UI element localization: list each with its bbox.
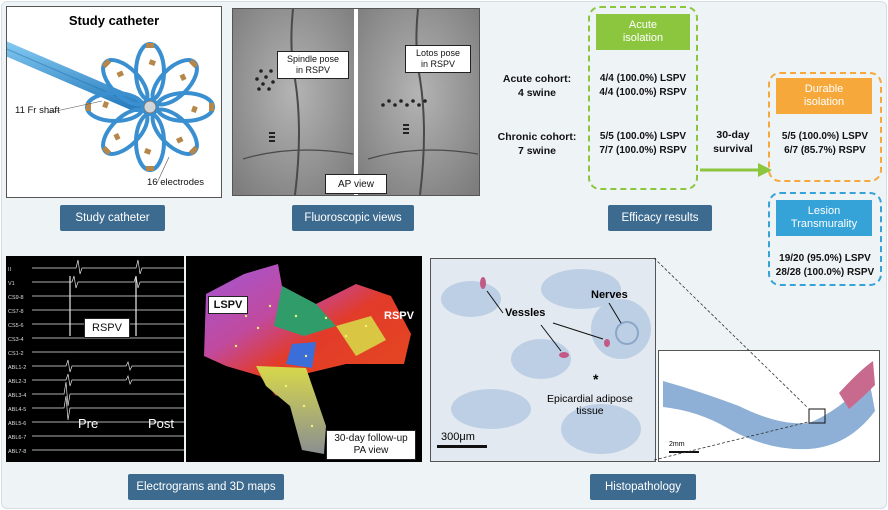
- histo-panel: Vessles Nerves * Epicardial adipose tiss…: [430, 258, 656, 462]
- adipose-label: Epicardial adipose tissue: [547, 393, 633, 417]
- ap-view-label: AP view: [325, 174, 387, 194]
- acute-cohort-line2: 4 swine: [518, 87, 556, 99]
- histo-overview-panel: 2mm: [658, 350, 880, 462]
- survival-line2: survival: [713, 143, 753, 155]
- acute-value-rspv: 4/4 (100.0%) RSPV: [599, 87, 687, 98]
- egm-map-caption: Electrograms and 3D maps: [128, 474, 284, 500]
- lesion-values: 19/20 (95.0%) LSPV 28/28 (100.0%) RSPV: [770, 252, 880, 280]
- scale-2mm: 2mm: [669, 441, 685, 448]
- lead-label: CS3-4: [8, 337, 24, 343]
- map-lspv-label: LSPV: [208, 296, 248, 314]
- lead-label: CS5-6: [8, 323, 24, 329]
- lesion-value-rspv: 28/28 (100.0%) RSPV: [775, 267, 875, 278]
- lesion-value-lspv: 19/20 (95.0%) LSPV: [779, 253, 871, 264]
- catheter-illustration: [7, 41, 215, 184]
- acute-header-line1: Acute: [628, 19, 658, 31]
- chronic-cohort-line1: Chronic cohort:: [497, 131, 577, 143]
- chronic-value-rspv: 7/7 (100.0%) RSPV: [599, 145, 687, 156]
- vessels-label: Vessles: [505, 307, 546, 319]
- chronic-values: 5/5 (100.0%) LSPV 7/7 (100.0%) RSPV: [592, 130, 694, 158]
- lotos-line1: Lotos pose: [415, 48, 461, 58]
- chronic-cohort-label: Chronic cohort: 7 swine: [492, 130, 582, 158]
- survival-line1: 30-day: [716, 129, 750, 141]
- map3d-panel: LSPV RSPV 30-day follow-up PA view: [186, 256, 422, 462]
- spindle-line2: in RSPV: [295, 65, 330, 75]
- lead-label: ABL1-2: [8, 365, 27, 371]
- durable-isolation-box: [768, 72, 882, 182]
- lead-label: ABL3-4: [8, 393, 27, 399]
- adipose-line2: tissue: [576, 405, 604, 417]
- acute-value-lspv: 4/4 (100.0%) LSPV: [599, 73, 687, 84]
- fluoro-caption: Fluoroscopic views: [292, 205, 414, 231]
- lesion-transmurality-box: [768, 192, 882, 286]
- fluoro-images: [233, 9, 479, 195]
- acute-isolation-header: Acute isolation: [596, 14, 690, 50]
- egm-traces: [32, 259, 184, 451]
- asterisk-mark: *: [593, 371, 599, 387]
- acute-values: 4/4 (100.0%) LSPV 4/4 (100.0%) RSPV: [592, 72, 694, 100]
- durable-header-line1: Durable: [804, 83, 844, 95]
- adipose-line1: Epicardial adipose: [547, 393, 633, 405]
- lead-label: V1: [8, 281, 15, 287]
- post-label: Post: [148, 416, 175, 431]
- fluoro-panel: Spindle pose in RSPV Lotos pose in RSPV …: [232, 8, 480, 196]
- followup-line1: 30-day follow-up: [334, 433, 408, 444]
- egm-lead-labels: II V1 CS9-8 CS7-8 CS5-6 CS3-4 CS1-2 ABL1…: [8, 263, 32, 459]
- egm-rspv-label: RSPV: [84, 318, 130, 338]
- nerves-label: Nerves: [591, 289, 628, 301]
- lotos-label: Lotos pose in RSPV: [405, 45, 471, 73]
- spindle-line1: Spindle pose: [286, 54, 340, 64]
- egm-panel: II V1 CS9-8 CS7-8 CS5-6 CS3-4 CS1-2 ABL1…: [6, 256, 184, 462]
- catheter-caption: Study catheter: [60, 205, 165, 231]
- lesion-header-line2: Transmurality: [790, 218, 858, 230]
- acute-cohort-label: Acute cohort: 4 swine: [498, 72, 576, 100]
- followup-line2: PA view: [353, 445, 389, 456]
- lead-label: CS7-8: [8, 309, 24, 315]
- lesion-header-line1: Lesion: [807, 205, 841, 217]
- durable-header-line2: isolation: [803, 96, 845, 108]
- durable-isolation-header: Durable isolation: [776, 78, 872, 114]
- spindle-label: Spindle pose in RSPV: [277, 51, 349, 79]
- pre-label: Pre: [78, 416, 99, 431]
- survival-arrow: [700, 163, 772, 177]
- acute-header-line2: isolation: [622, 32, 664, 44]
- durable-value-lspv: 5/5 (100.0%) LSPV: [781, 131, 869, 142]
- map3d-image: [204, 264, 411, 454]
- lead-label: ABL6-7: [8, 435, 27, 441]
- catheter-panel: Study catheter: [6, 6, 222, 198]
- survival-label: 30-day survival: [700, 128, 766, 156]
- lead-label: CS9-8: [8, 295, 24, 301]
- catheter-title: Study catheter: [68, 13, 160, 28]
- lead-label: CS1-2: [8, 351, 24, 357]
- lead-label: ABL7-8: [8, 449, 27, 455]
- histo-caption: Histopathology: [590, 474, 696, 500]
- lotos-line2: in RSPV: [420, 59, 455, 69]
- chronic-cohort-line2: 7 swine: [518, 145, 556, 157]
- lead-label: II: [8, 267, 12, 273]
- scale-300um: 300μm: [441, 431, 475, 443]
- durable-value-rspv: 6/7 (85.7%) RSPV: [784, 145, 866, 156]
- efficacy-caption: Efficacy results: [608, 205, 712, 231]
- lesion-transmurality-header: Lesion Transmurality: [776, 200, 872, 236]
- acute-isolation-box: [588, 6, 698, 190]
- histo-image: [431, 259, 655, 461]
- map-followup-label: 30-day follow-up PA view: [326, 430, 416, 460]
- chronic-value-lspv: 5/5 (100.0%) LSPV: [599, 131, 687, 142]
- map-rspv-label: RSPV: [384, 310, 414, 322]
- durable-values: 5/5 (100.0%) LSPV 6/7 (85.7%) RSPV: [772, 130, 878, 158]
- lead-label: ABL2-3: [8, 379, 27, 385]
- electrodes-label: 16 electrodes: [147, 177, 205, 188]
- histo-overview-image: [663, 361, 875, 453]
- lead-label: ABL5-6: [8, 421, 27, 427]
- acute-cohort-line1: Acute cohort:: [502, 73, 572, 85]
- lead-label: ABL4-5: [8, 407, 27, 413]
- shaft-label: 11 Fr shaft: [15, 105, 60, 116]
